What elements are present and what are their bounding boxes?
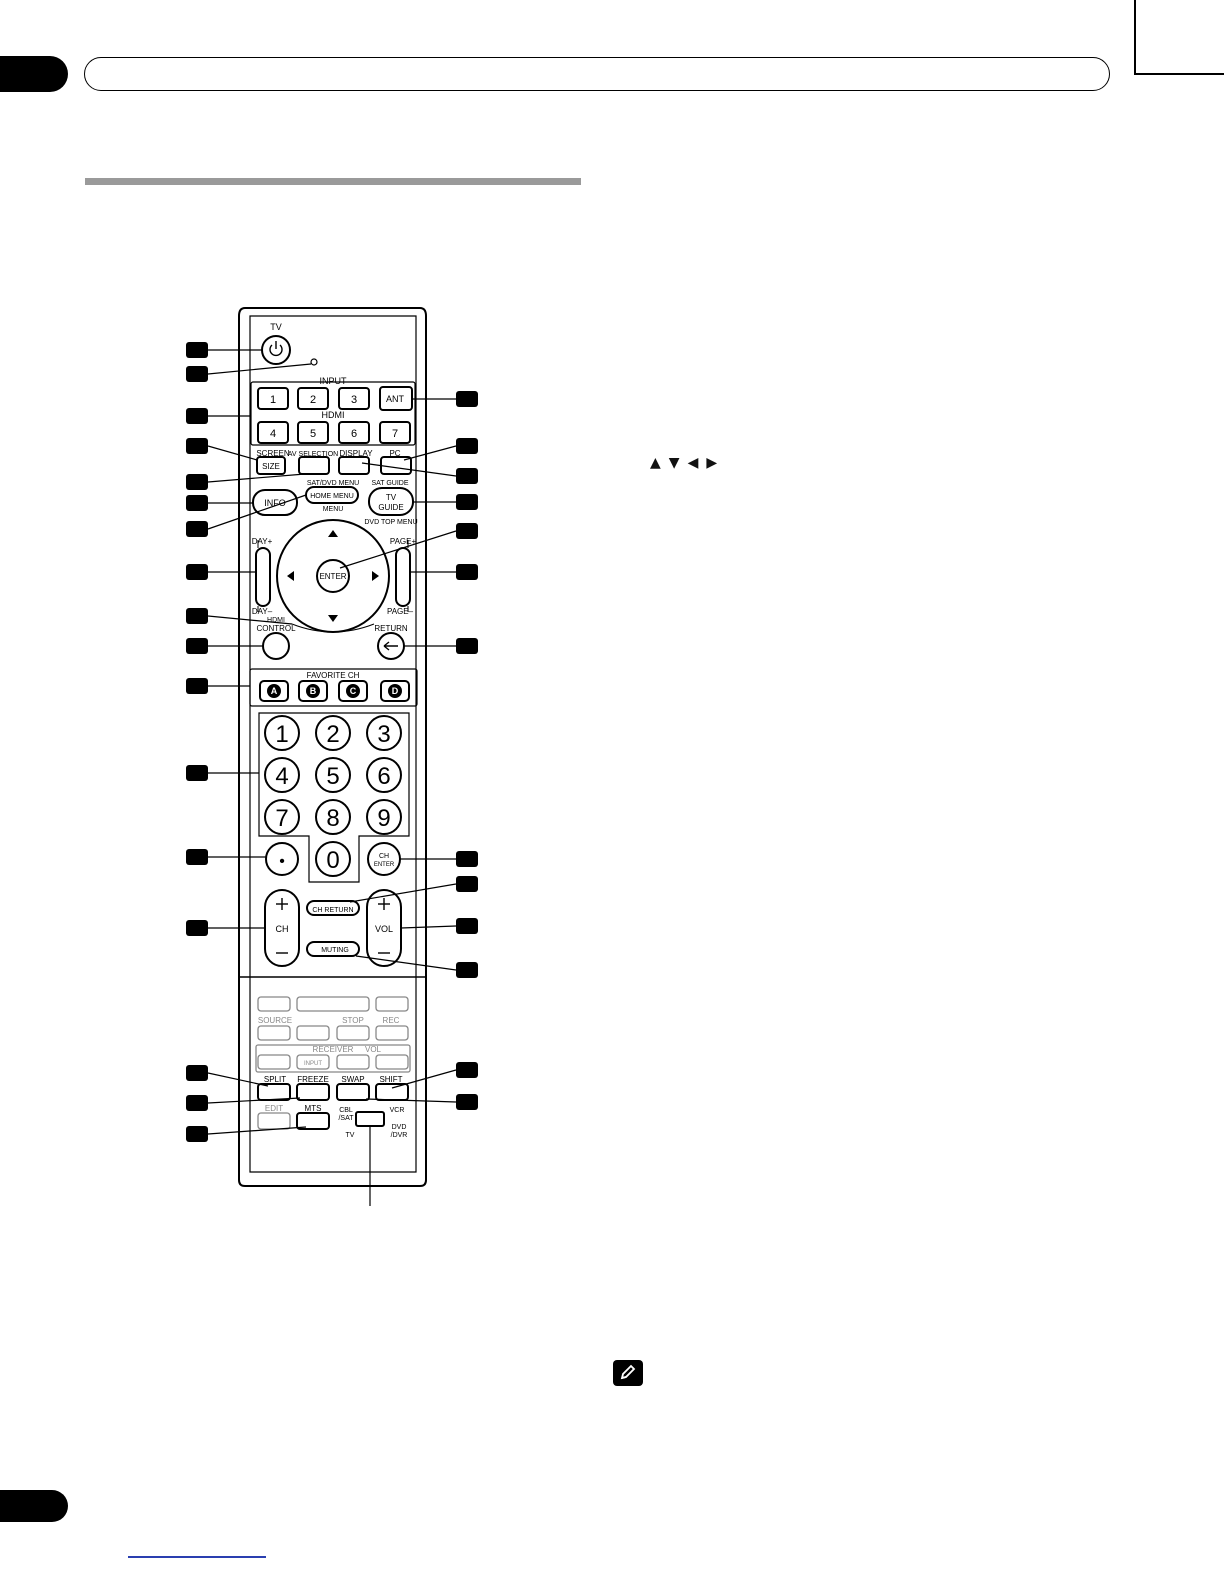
hdmi-key-7[interactable]: 7 [392,428,398,440]
ch-label: CH [276,924,289,934]
cbl-sat-line2: /SAT [338,1115,354,1122]
input-key-2[interactable]: 2 [310,394,316,406]
number-key-3[interactable]: 3 [377,721,390,748]
sat-guide-label: SAT GUIDE [371,480,408,487]
hdmi-key-4[interactable]: 4 [270,428,276,440]
size-button[interactable]: SIZE [262,462,280,471]
footer-link-line [128,1556,266,1558]
hdmi-control-line1: HDMI [267,617,285,624]
section-heading-bar [85,178,581,185]
stop-label: STOP [342,1016,364,1025]
enter-button[interactable]: ENTER [319,572,346,581]
number-key-4[interactable]: 4 [275,763,288,790]
header-title-bar [84,57,1110,91]
favorite-ch-label: FAVORITE CH [307,671,360,680]
dvd-top-menu-label: DVD TOP MENU [364,519,417,526]
av-selection-label: AV SELECTION [288,451,338,458]
page-number-tab [0,1490,68,1522]
down-arrow-icon: ▼ [668,455,682,471]
swap-label: SWAP [341,1075,364,1084]
screen-label: SCREEN [256,449,290,458]
favorite-key-c[interactable]: C [350,686,357,696]
input-label: INPUT [320,376,348,386]
note-pencil-icon [613,1360,643,1386]
arrow-keys-text: ▲ ▼ ◀ ▶ [650,455,725,471]
right-arrow-icon: ▶ [706,455,720,471]
day-minus-label: DAY– [252,607,273,616]
mts-label: MTS [305,1104,322,1113]
number-key-8[interactable]: 8 [326,805,339,832]
number-key-0[interactable]: 0 [326,847,339,874]
hdmi-control-line2: CONTROL [256,624,296,633]
favorite-key-b[interactable]: B [310,686,317,696]
rec-label: REC [383,1016,400,1025]
split-label: SPLIT [264,1075,286,1084]
tv-guide-line1: TV [386,493,397,502]
vol-label: VOL [375,924,393,934]
hdmi-key-5[interactable]: 5 [310,428,316,440]
dvd-dvr-line2: /DVR [391,1132,408,1139]
input-key-1[interactable]: 1 [270,394,276,406]
receiver-vol-label: VOL [365,1045,382,1054]
input-key-3[interactable]: 3 [351,394,357,406]
tv-label: TV [270,322,282,332]
ant-button[interactable]: ANT [386,394,405,404]
ch-enter-line2: ENTER [374,862,395,868]
number-key-9[interactable]: 9 [377,805,390,832]
pc-label: PC [389,449,400,458]
number-key-1[interactable]: 1 [275,721,288,748]
source-label: SOURCE [258,1016,292,1025]
muting-button[interactable]: MUTING [321,947,349,954]
receiver-input-button[interactable]: INPUT [304,1061,322,1067]
freeze-label: FREEZE [297,1075,329,1084]
menu-label: MENU [323,506,344,513]
hdmi-key-6[interactable]: 6 [351,428,357,440]
number-key-6[interactable]: 6 [377,763,390,790]
favorite-key-d[interactable]: D [392,686,399,696]
ch-return-button[interactable]: CH RETURN [312,907,353,914]
display-label: DISPLAY [339,449,373,458]
return-label: RETURN [374,624,408,633]
dvd-dvr-line1: DVD [392,1124,407,1131]
sat-dvd-menu-label: SAT/DVD MENU [307,480,359,487]
shift-label: SHIFT [379,1075,402,1084]
tv-mode-label: TV [346,1132,355,1139]
hdmi-label: HDMI [322,410,345,420]
info-button[interactable]: INFO [264,498,286,508]
tv-guide-line2: GUIDE [378,503,403,512]
header-corner-rule [1100,0,1224,75]
left-arrow-icon: ◀ [687,455,701,471]
receiver-label: RECEIVER [313,1045,354,1054]
number-key-7[interactable]: 7 [275,805,288,832]
page-plus-label: PAGE+ [390,537,417,546]
cbl-sat-line1: CBL [339,1107,353,1114]
favorite-key-a[interactable]: A [271,686,278,696]
number-key-2[interactable]: 2 [326,721,339,748]
edit-label: EDIT [265,1104,283,1113]
page-minus-label: PAGE– [387,607,414,616]
day-plus-label: DAY+ [252,537,273,546]
up-arrow-icon: ▲ [650,455,663,471]
vcr-label: VCR [390,1107,405,1114]
ch-enter-line1: CH [379,853,389,860]
home-menu-button[interactable]: HOME MENU [310,493,354,500]
dot-key[interactable]: • [279,853,285,870]
chapter-tab [0,56,68,92]
number-key-5[interactable]: 5 [326,763,339,790]
